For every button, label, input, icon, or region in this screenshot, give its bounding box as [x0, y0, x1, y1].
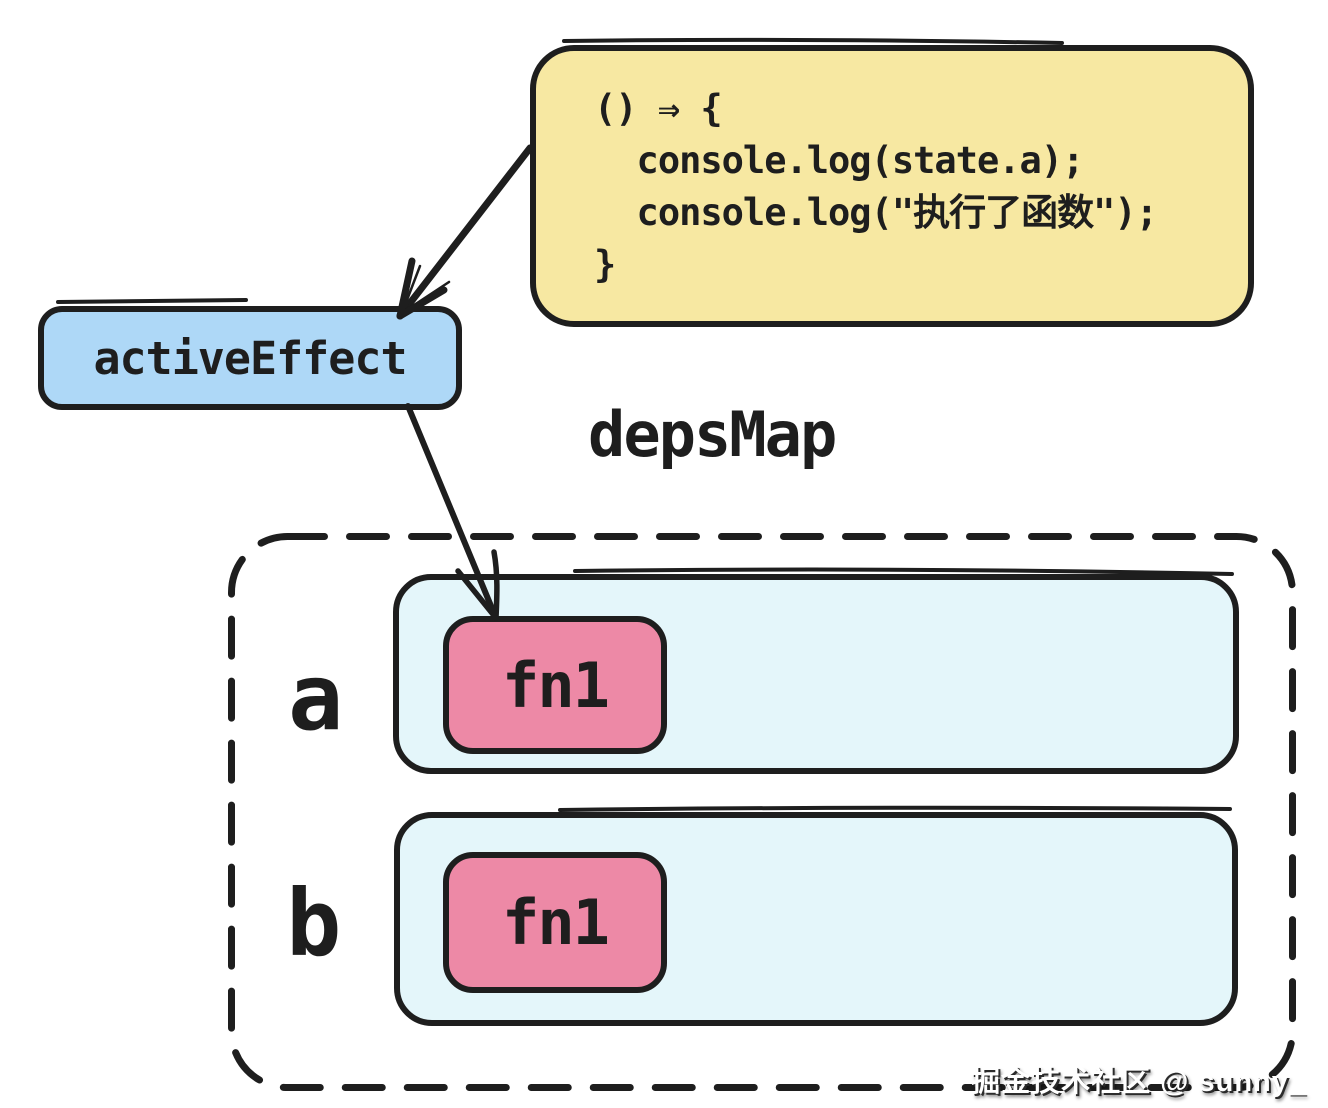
code-line-2: console.log(state.a);	[594, 139, 1085, 182]
active-effect-box: activeEffect	[38, 306, 462, 410]
deps-map-dashed-border	[228, 533, 1296, 1091]
code-line-1: () ⇒ {	[594, 87, 723, 130]
dep-key-label-b: b	[286, 870, 342, 977]
deps-map-title: depsMap	[588, 398, 837, 471]
active-effect-label: activeEffect	[93, 331, 407, 385]
watermark-text: 掘金技术社区 @ sunny_	[971, 1066, 1306, 1098]
dep-fn-chip-b: fn1	[443, 852, 667, 993]
code-line-3: console.log("执行了函数");	[594, 191, 1158, 234]
dep-key-label-a: a	[288, 644, 344, 751]
effect-function-code-box: () ⇒ { console.log(state.a); console.log…	[530, 45, 1254, 327]
dep-fn-chip-a: fn1	[443, 616, 667, 754]
code-line-4: }	[594, 243, 616, 286]
